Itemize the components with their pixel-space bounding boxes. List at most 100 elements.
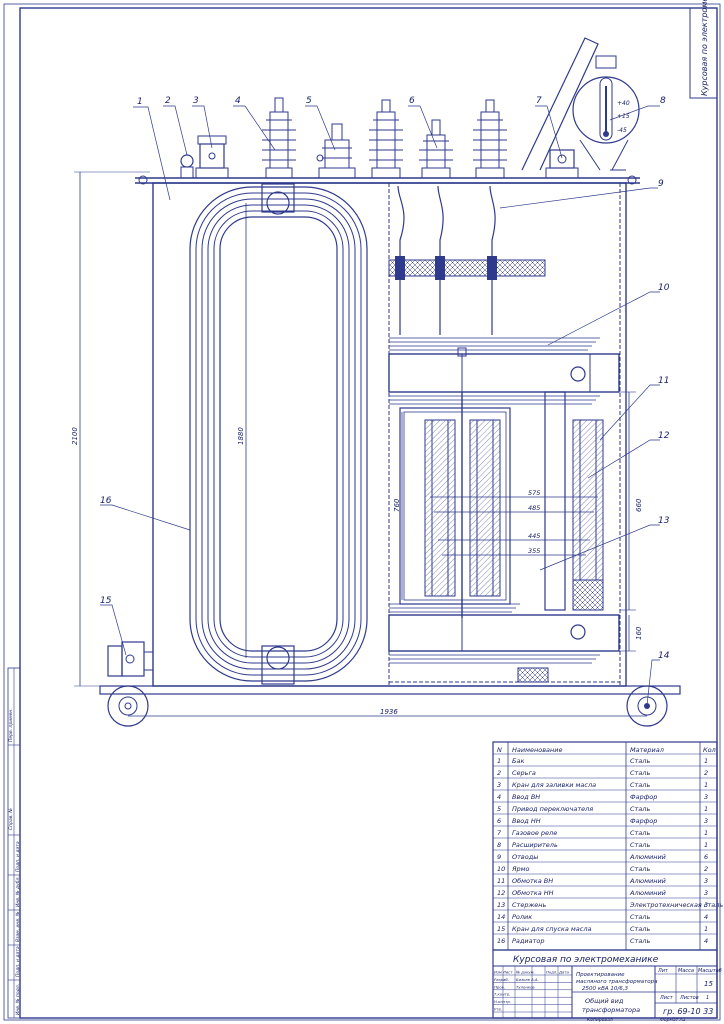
spec-num: 6 [497,817,501,825]
spec-material: Фарфор [630,793,657,801]
dim-575: 575 [528,489,540,497]
fill-valve [195,135,229,179]
title-project-1: Проектирование [576,972,625,978]
callout-1: 1 [137,97,143,107]
title-code: гр. 69-10 33 [663,1007,713,1016]
spec-qty: 2 [704,769,708,777]
bushing-group [262,97,507,179]
spec-material: Сталь [630,865,650,873]
spec-header-num: N [497,746,502,754]
callout-2: 2 [165,96,171,106]
side-label-5: Подп. и дата [15,946,21,977]
gauge-minus45: -45 [617,127,627,134]
gas-relay [545,149,579,179]
spec-material: Алюминий [629,889,666,897]
side-columns: Перв. примен. Справ. № Подп. и дата Инв.… [7,667,21,1019]
sheet-border [3,3,721,1021]
spec-header-name: Наименование [512,746,563,754]
title-project-2: масляного трансформатора [576,979,658,985]
drain-valve [107,641,154,677]
spec-num: 7 [497,829,502,837]
spec-name: Кран для заливки масла [512,781,596,789]
gauge-plus15: +15 [617,113,630,120]
spec-name: Бак [512,757,524,765]
spec-name: Ролик [512,913,532,921]
tb-name: Туленков [516,984,535,989]
spec-num: 5 [497,805,501,813]
spec-num: 11 [497,877,505,885]
callout-8: 8 [660,96,666,106]
spec-material: Алюминий [629,877,666,885]
spec-num: 10 [497,865,505,873]
bushing-switch [316,123,356,179]
spec-num: 15 [497,925,505,933]
spec-qty: 4 [704,913,708,921]
tb-sheets-count: 1 [706,995,709,1001]
spec-qty: 3 [704,901,708,909]
callout-5: 5 [306,96,312,106]
spec-name: Ярмо [511,865,530,873]
spec-name: Ввод НН [512,817,541,825]
spec-qty: 3 [704,793,708,801]
callout-3: 3 [193,96,199,106]
spec-qty: 2 [704,865,708,873]
spec-material: Сталь [630,841,650,849]
spec-name: Серьга [512,769,536,777]
spec-qty: 1 [704,805,708,813]
tb-name: Бизьев А.А. [516,977,539,982]
callout-13: 13 [658,516,670,526]
spec-qty: 1 [704,757,708,765]
spec-name: Обмотка НН [512,889,554,897]
callout-12: 12 [658,431,670,441]
title-view-2: трансформатора [582,1006,640,1014]
lifting-eye [180,154,194,179]
dim-radiator: 1880 [237,427,245,445]
spec-qty: 1 [704,781,708,789]
tb-scale: Масштаб [698,968,722,974]
spec-name: Ввод ВН [512,793,540,801]
tb-role: Пров. [494,984,505,989]
tb-role: Н.контр. [494,999,511,1004]
dimensions: 2100 1880 1936 760 660 160 575 485 445 3… [71,171,647,717]
tb-role: Разраб. [494,977,509,982]
side-label-3: Инв. № дубл. [15,876,21,907]
lower-yoke [388,603,620,683]
tb-sheet: Лист [659,995,674,1001]
side-label-1: Справ. № [8,808,14,830]
spec-material: Сталь [630,925,650,933]
spec-header-qty: Кол [703,746,716,754]
dim-width: 1936 [380,708,398,716]
spec-material: Алюминий [629,853,666,861]
spec-material: Сталь [630,769,650,777]
spec-material: Сталь [630,913,650,921]
spec-num: 8 [497,841,501,849]
spec-material: Сталь [630,805,650,813]
side-label-0: Перв. примен. [8,708,14,742]
callout-11: 11 [658,376,669,386]
bushing-lv-2 [419,119,453,179]
spec-material: Сталь [630,829,650,837]
dim-yoke: 160 [635,626,643,640]
spec-name: Расширитель [512,841,558,849]
spec-name: Отводы [512,853,538,861]
title-sheets: 15 [704,980,713,988]
spec-material: Электротехническая сталь [629,901,723,909]
spec-qty: 6 [704,853,708,861]
callout-15: 15 [100,596,112,606]
spec-num: 16 [497,937,505,945]
spec-material: Сталь [630,781,650,789]
callout-7: 7 [536,96,542,106]
callout-9: 9 [658,179,664,189]
bushing-lv-3 [473,99,507,179]
spec-qty: 3 [704,889,708,897]
course-stamp: Курсовая по электромеханике [689,0,718,99]
callout-numbers: 1 2 3 4 5 6 7 8 9 10 11 12 13 14 15 16 [100,96,670,661]
spec-num: 14 [497,913,505,921]
dim-485: 485 [528,504,540,512]
spec-num: 1 [497,757,501,765]
tb-role: Т.контр. [494,992,510,997]
spec-num: 2 [497,769,501,777]
tb-format: Формат А1 [660,1017,686,1023]
core-and-windings [399,391,604,618]
